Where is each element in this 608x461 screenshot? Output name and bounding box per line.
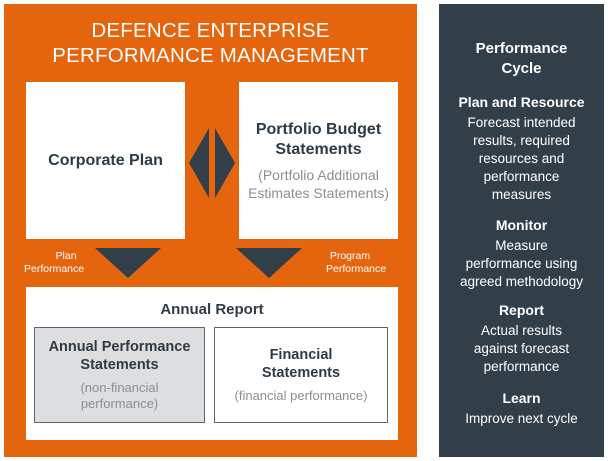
aps-subtitle-line-1: (non-financial — [80, 380, 159, 395]
stage-description-line: Forecast intended — [467, 115, 576, 130]
program-performance-line-2: Performance — [326, 263, 387, 275]
diagram-title: DEFENCE ENTERPRISE PERFORMANCE MANAGEMEN… — [4, 18, 417, 68]
fs-heading-line-1: Financial — [269, 347, 333, 363]
performance-cycle-title: Performance Cycle — [439, 39, 604, 79]
pbs-subtitle-line-2: Estimates Statements) — [248, 184, 389, 201]
stage-description-line: performance — [483, 169, 560, 184]
stage-name: Monitor — [495, 217, 548, 233]
fs-subtitle: (financial performance) — [234, 388, 368, 403]
stage-description: Actual results against forecast performa… — [439, 322, 604, 376]
right-arrow-icon — [215, 128, 235, 198]
pbs-heading-line-1: Portfolio Budget — [255, 120, 382, 138]
stage-description: Improve next cycle — [439, 410, 604, 428]
aps-heading-line-1: Annual Performance — [48, 339, 191, 355]
diagram-title-line-2: PERFORMANCE MANAGEMENT — [52, 44, 369, 67]
performance-cycle-title-line-2: Cycle — [501, 60, 542, 77]
stage-description-line: results, required — [473, 133, 570, 148]
portfolio-budget-statements-box: Portfolio Budget Statements (Portfolio A… — [239, 82, 398, 239]
plan-performance-line-2: Performance — [24, 263, 85, 275]
stage-description-line: against forecast — [473, 341, 570, 356]
fs-heading-line-2: Statements — [261, 365, 341, 381]
stage-report: Report Actual results against forecast p… — [439, 301, 604, 376]
performance-cycle-panel: Performance Cycle Plan and Resource Fore… — [439, 4, 604, 457]
aps-heading: Annual Performance Statements — [49, 338, 191, 374]
pbs-heading: Portfolio Budget Statements — [256, 120, 381, 160]
corporate-plan-label: Corporate Plan — [48, 151, 163, 169]
program-performance-line-1: Program — [329, 250, 371, 262]
financial-statements-box: Financial Statements (financial performa… — [214, 327, 388, 423]
aps-heading-line-2: Statements — [80, 357, 159, 373]
enterprise-performance-panel: DEFENCE ENTERPRISE PERFORMANCE MANAGEMEN… — [4, 4, 417, 457]
stage-description-line: measures — [491, 187, 552, 202]
stage-monitor: Monitor Measure performance using agreed… — [439, 216, 604, 291]
stage-description-line: agreed methodology — [459, 274, 584, 289]
flow-arrows — [95, 248, 302, 278]
stage-description-line: performance using — [465, 256, 578, 271]
plan-performance-label: Plan Performance — [24, 250, 84, 276]
program-performance-label: Program Performance — [326, 250, 386, 276]
left-arrow-icon — [189, 128, 209, 198]
down-arrow-left-icon — [95, 248, 161, 278]
fs-heading: Financial Statements — [262, 346, 340, 382]
stage-description-line: Actual results — [480, 323, 563, 338]
annual-performance-statements-box: Annual Performance Statements (non-finan… — [34, 327, 205, 423]
aps-subtitle: (non-financial performance) — [80, 380, 158, 412]
stage-learn: Learn Improve next cycle — [439, 389, 604, 428]
stage-description-line: Measure — [495, 238, 548, 253]
stage-description-line: Improve next cycle — [465, 411, 578, 426]
stage-name: Learn — [502, 390, 541, 406]
double-arrow-icon — [189, 128, 235, 198]
stage-description: Measure performance using agreed methodo… — [439, 237, 604, 291]
plan-performance-line-1: Plan — [55, 250, 77, 262]
diagram-title-line-1: DEFENCE ENTERPRISE — [91, 19, 330, 42]
down-arrow-right-icon — [236, 248, 302, 278]
pbs-heading-line-2: Statements — [275, 140, 362, 158]
stage-description: Forecast intended results, required reso… — [439, 114, 604, 204]
stage-description-line: resources and — [478, 151, 565, 166]
annual-report-title: Annual Report — [160, 301, 264, 318]
stage-name: Report — [498, 302, 545, 318]
aps-subtitle-line-2: performance) — [80, 396, 159, 411]
performance-cycle-title-line-1: Performance — [475, 40, 568, 57]
pbs-subtitle: (Portfolio Additional Estimates Statemen… — [248, 166, 389, 202]
stage-plan-and-resource: Plan and Resource Forecast intended resu… — [439, 93, 604, 204]
stage-name: Plan and Resource — [458, 94, 585, 110]
corporate-plan-box: Corporate Plan — [26, 82, 185, 239]
stage-description-line: performance — [483, 359, 560, 374]
annual-report-box: Annual Report Annual Performance Stateme… — [26, 287, 398, 440]
pbs-subtitle-line-1: (Portfolio Additional — [258, 166, 379, 183]
